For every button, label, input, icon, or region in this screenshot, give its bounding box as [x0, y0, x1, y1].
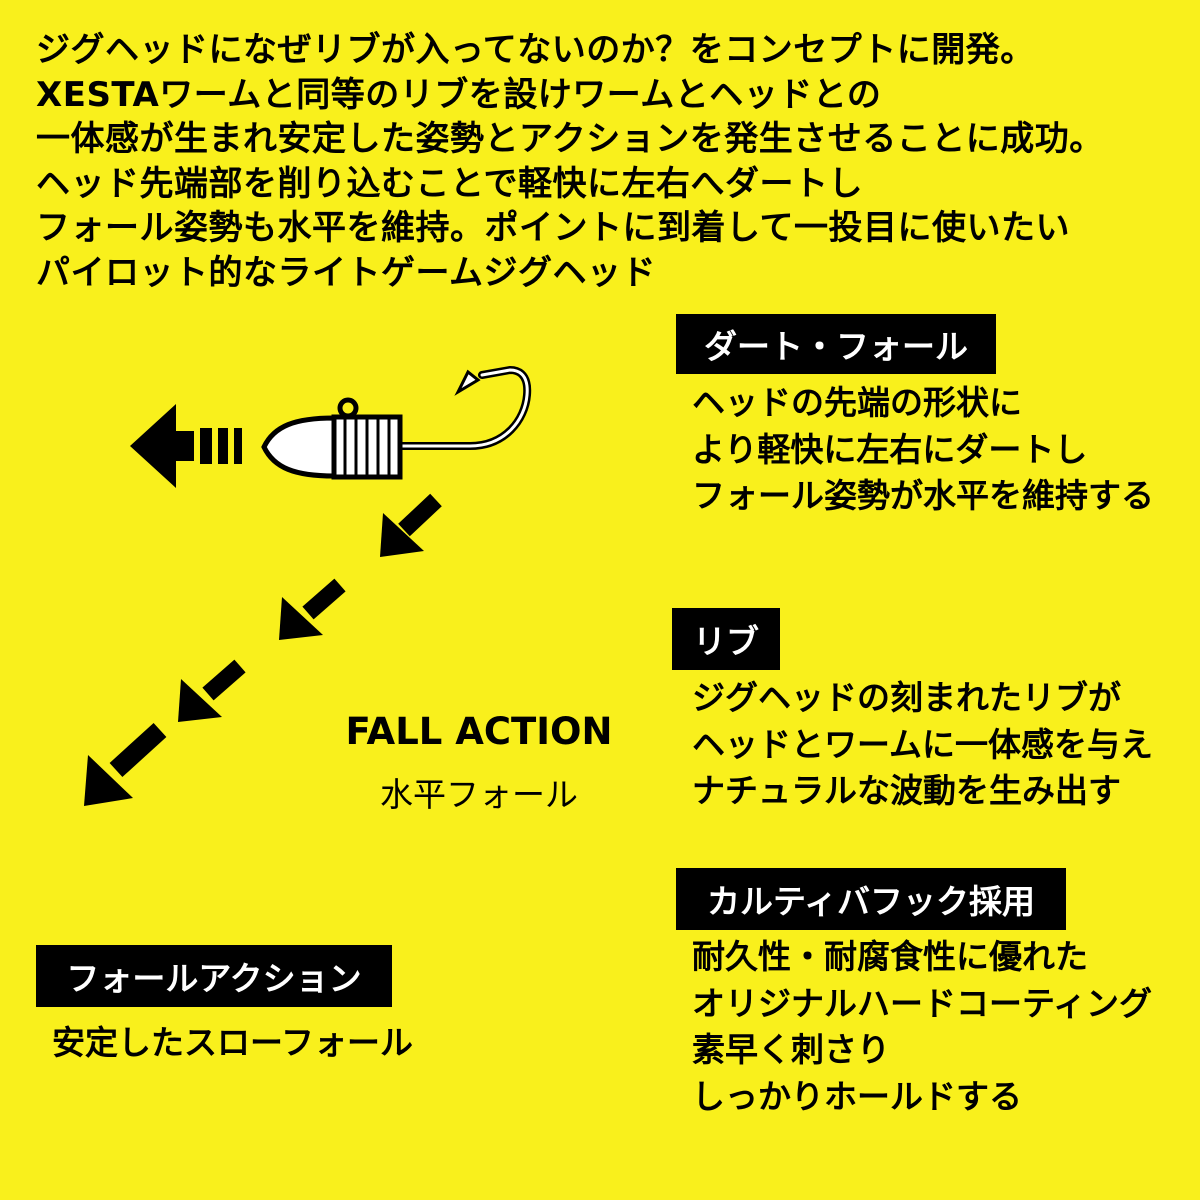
intro-line: パイロット的なライトゲームジグヘッド [36, 252, 656, 293]
intro-line: 一体感が生まれ安定した姿勢とアクションを発生させることに成功。 [36, 119, 1104, 159]
jighead-icon [261, 365, 532, 480]
rib-line: ジグヘッドの刻まれたリブが [692, 678, 1121, 717]
rib-line: ナチュラルな波動を生み出す [692, 771, 1121, 810]
dart-fall-line: より軽快に左右にダートし [692, 429, 1088, 469]
hook-line: 耐久性・耐腐食性に優れた [692, 937, 1088, 976]
rib-description: ジグヘッドの刻まれたリブが ヘッドとワームに一体感を与え ナチュラルな波動を生み… [692, 675, 1153, 815]
fall-arrow-icon [84, 722, 167, 806]
hook-description: 耐久性・耐腐食性に優れた オリジナルハードコーティング 素早く刺さり しっかりホ… [692, 934, 1152, 1120]
fall-arrow-icon [178, 659, 246, 722]
dart-fall-line: ヘッドの先端の形状に [692, 383, 1022, 422]
intro-line: フォール姿勢も水平を維持。ポイントに到着して一投目に使いたい [36, 208, 1070, 248]
dart-arrow-icon [130, 404, 242, 488]
fall-arrow-icon [279, 578, 346, 640]
dart-fall-description: ヘッドの先端の形状に より軽快に左右にダートし フォール姿勢が水平を維持する [692, 380, 1154, 520]
hook-line: しっかりホールドする [692, 1076, 1022, 1116]
rib-line: ヘッドとワームに一体感を与え [692, 724, 1154, 764]
intro-line: XESTAワームと同等のリブを設けワームとヘッドとの [36, 74, 882, 115]
fall-action-label: フォールアクション [36, 945, 392, 1007]
hook-line: 素早く刺さり [692, 1030, 890, 1069]
dart-fall-line: フォール姿勢が水平を維持する [692, 476, 1154, 515]
intro-line: ジグヘッドになぜリブが入ってないのか？をコンセプトに開発。 [36, 30, 1035, 70]
hook-line: オリジナルハードコーティング [692, 983, 1153, 1023]
diagram-caption-jp: 水平フォール [380, 775, 578, 814]
hook-label: カルティバフック採用 [676, 868, 1066, 930]
rib-label: リブ [672, 608, 780, 670]
fall-arrow-icon [380, 493, 442, 557]
intro-paragraph: ジグヘッドになぜリブが入ってないのか？をコンセプトに開発。 XESTAワームと同… [36, 28, 1176, 295]
fall-action-description: 安定したスローフォール [52, 1023, 414, 1062]
diagram-caption-en: FALL ACTION [345, 710, 613, 753]
intro-line: ヘッド先端部を削り込むことで軽快に左右へダートし [36, 163, 863, 204]
dart-fall-label: ダート・フォール [676, 314, 996, 374]
